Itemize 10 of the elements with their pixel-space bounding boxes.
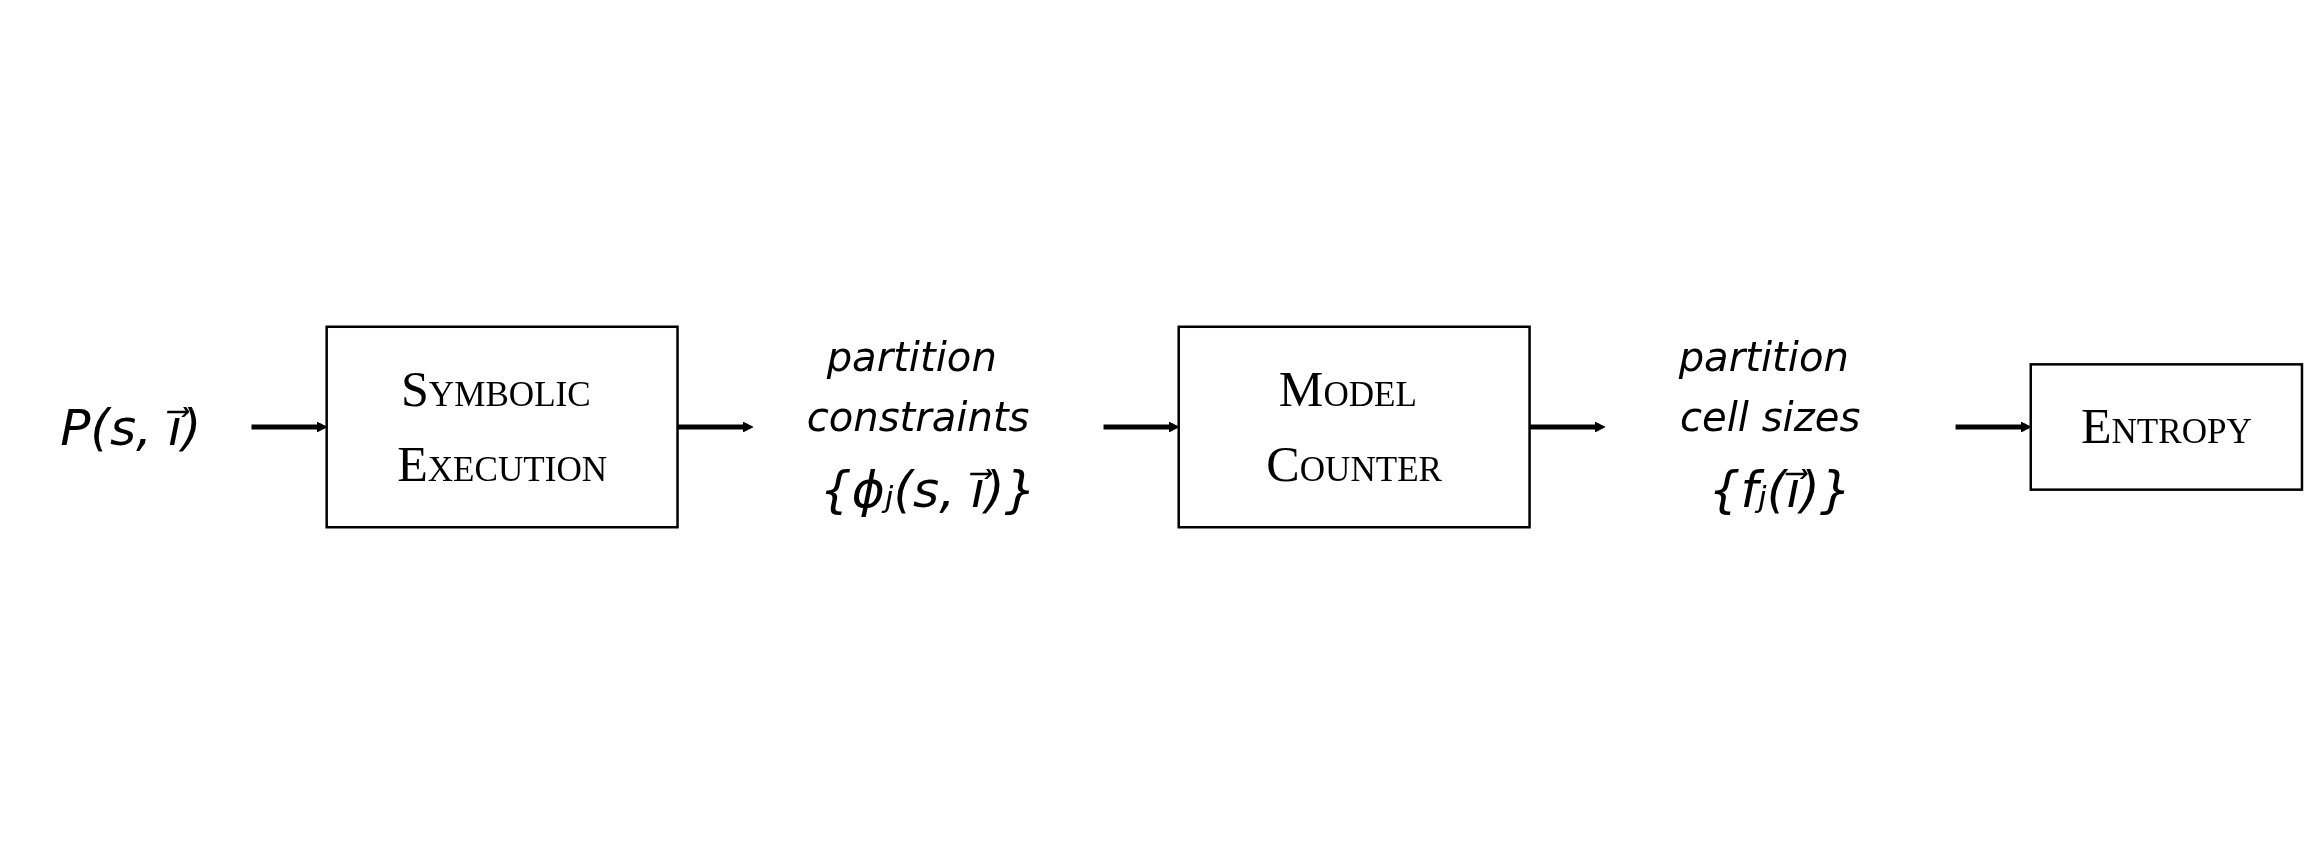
node-box: Model Counter (1177, 325, 1531, 529)
arrow (1529, 421, 1606, 433)
node-label: partition constraints (806, 333, 1030, 442)
node-label: partition cell sizes (1678, 333, 1861, 442)
node-box: Entropy (2029, 363, 2304, 491)
arrow (677, 421, 754, 433)
node-text: P(s, i⃗) (60, 398, 202, 456)
node-text: {ϕⱼ(s, i⃗)} (819, 460, 1037, 518)
node-box: Symbolic Execution (325, 325, 679, 529)
node-text: {fⱼ(i⃗)} (1708, 460, 1852, 518)
